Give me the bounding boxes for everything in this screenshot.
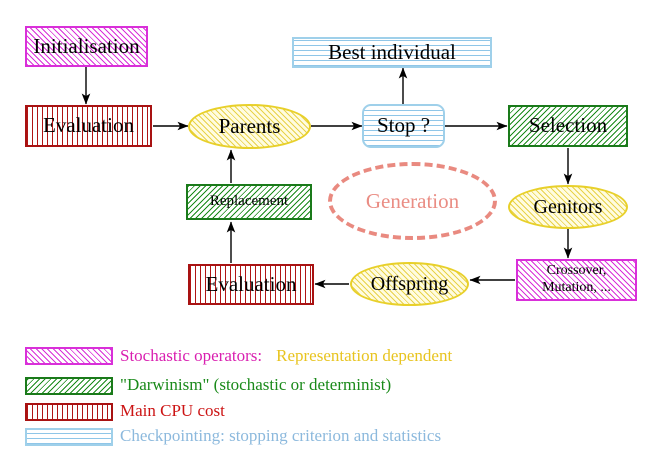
node-evaluation-bottom-label: Evaluation [205, 271, 297, 296]
node-crossover-mutation[interactable]: Crossover, Mutation, ... [516, 259, 637, 301]
node-replacement[interactable]: Replacement [186, 184, 312, 220]
legend-label-stochastic-operators-secondary: Representation dependent [276, 346, 453, 365]
node-genitors-label: Genitors [533, 195, 603, 218]
legend-swatch-stochastic-operators [25, 347, 113, 365]
node-best-individual-label: Best individual [328, 39, 456, 64]
legend-label-stochastic-operators-primary: Stochastic operators: [120, 346, 263, 365]
node-evaluation-bottom[interactable]: Evaluation [188, 264, 314, 305]
node-evaluation-top[interactable]: Evaluation [25, 105, 152, 147]
node-offspring[interactable]: Offspring [350, 262, 469, 306]
node-selection[interactable]: Selection [508, 105, 628, 147]
node-initialisation[interactable]: Initialisation [25, 26, 148, 67]
legend-swatch-darwinism [25, 377, 113, 395]
legend-label-checkpointing: Checkpointing: stopping criterion and st… [120, 426, 442, 445]
node-crossover-mutation-label: Crossover, Mutation, ... [542, 263, 611, 295]
legend-swatch-main-cpu-cost [25, 403, 113, 421]
node-generation-label: Generation [365, 188, 460, 213]
legend-label-stochastic-operators: Stochastic operators: Representation depe… [120, 346, 452, 366]
node-best-individual[interactable]: Best individual [292, 37, 492, 68]
node-genitors[interactable]: Genitors [508, 185, 628, 229]
node-stop-label: Stop ? [376, 113, 431, 138]
node-parents[interactable]: Parents [188, 104, 311, 149]
legend-label-darwinism: "Darwinism" (stochastic or determinist) [120, 375, 392, 394]
node-initialisation-label: Initialisation [33, 33, 140, 58]
node-parents-label: Parents [218, 113, 281, 138]
node-replacement-label: Replacement [209, 193, 289, 210]
node-evaluation-top-label: Evaluation [43, 113, 134, 138]
node-generation-boundary: Generation [328, 162, 497, 240]
legend-label-main-cpu-cost: Main CPU cost [120, 401, 225, 420]
legend-swatch-checkpointing [25, 428, 113, 446]
node-offspring-label: Offspring [370, 272, 449, 295]
node-stop[interactable]: Stop ? [362, 104, 445, 148]
node-selection-label: Selection [528, 113, 608, 138]
